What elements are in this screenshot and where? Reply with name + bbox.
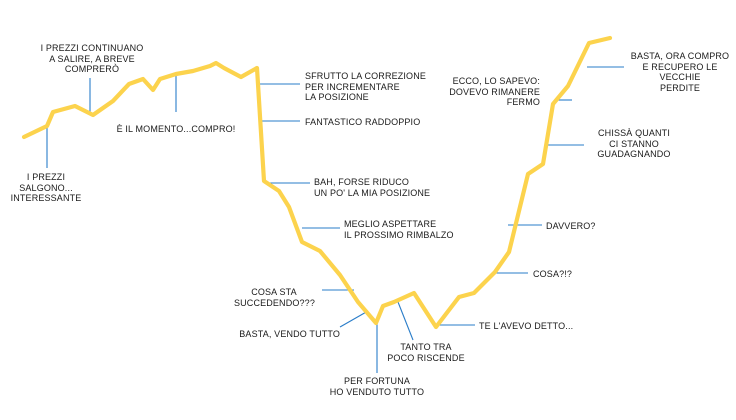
annotation-continuano-salire: I PREZZI CONTINUANO A SALIRE, A BREVE CO… xyxy=(40,43,144,74)
annotation-basta-compro: BASTA, ORA COMPRO E RECUPERO LE VECCHIE … xyxy=(630,51,730,93)
annotation-cosa-succedendo: COSA STA SUCCEDENDO??? xyxy=(234,287,315,308)
annotation-tanto-riscende: TANTO TRA POCO RISCENDE xyxy=(387,342,465,363)
annotation-davvero: DAVVERO? xyxy=(546,221,596,231)
emotion-price-curve xyxy=(21,35,613,330)
annotation-ecco-sapevo: ECCO, LO SAPEVO: DOVEVO RIMANERE FERMO xyxy=(449,76,540,107)
annotation-sfrutto-correzione: SFRUTTO LA CORREZIONE PER INCREMENTARE L… xyxy=(305,71,426,102)
annotation-momento-compro: È IL MOMENTO...COMPRO! xyxy=(116,124,236,134)
leader-tanto-riscende xyxy=(397,301,414,341)
annotation-te-lavevo: TE L'AVEVO DETTO... xyxy=(479,321,574,331)
annotation-cosa: COSA?!? xyxy=(533,269,573,279)
leader-lines xyxy=(46,66,624,373)
annotation-bah-riduco: BAH, FORSE RIDUCO UN PO' LA MIA POSIZION… xyxy=(314,177,431,198)
annotation-prezzi-salgono: I PREZZI SALGONO... INTERESSANTE xyxy=(10,172,82,203)
annotation-per-fortuna: PER FORTUNA HO VENDUTO TUTTO xyxy=(329,376,425,397)
annotation-basta-vendo: BASTA, VENDO TUTTO xyxy=(239,329,340,339)
leader-basta-vendo xyxy=(339,310,369,328)
annotation-meglio-aspettare: MEGLIO ASPETTARE IL PROSSIMO RIMBALZO xyxy=(344,219,454,240)
annotation-fantastico-raddoppio: FANTASTICO RADDOPPIO xyxy=(305,117,421,127)
annotation-chissa-quanti: CHISSÀ QUANTI CI STANNO GUADAGNANDO xyxy=(597,128,671,159)
